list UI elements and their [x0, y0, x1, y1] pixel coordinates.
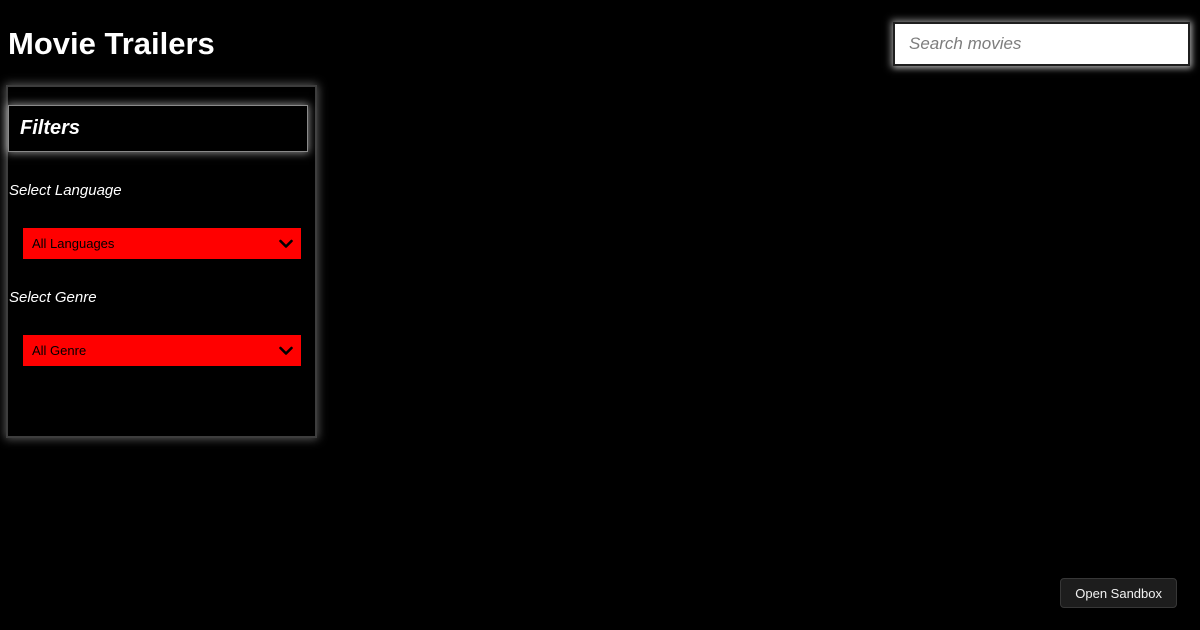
filters-heading: Filters — [8, 105, 308, 152]
page-title: Movie Trailers — [8, 26, 215, 61]
genre-select-wrap: All Genre — [23, 335, 301, 366]
filters-panel: Filters Select Language All Languages Se… — [6, 85, 317, 438]
genre-select[interactable]: All Genre — [23, 335, 301, 366]
language-select-wrap: All Languages — [23, 228, 301, 259]
select-genre-label: Select Genre — [9, 289, 97, 306]
open-sandbox-button[interactable]: Open Sandbox — [1060, 578, 1177, 608]
search-input[interactable] — [893, 22, 1190, 66]
language-select[interactable]: All Languages — [23, 228, 301, 259]
select-language-label: Select Language — [9, 182, 122, 199]
